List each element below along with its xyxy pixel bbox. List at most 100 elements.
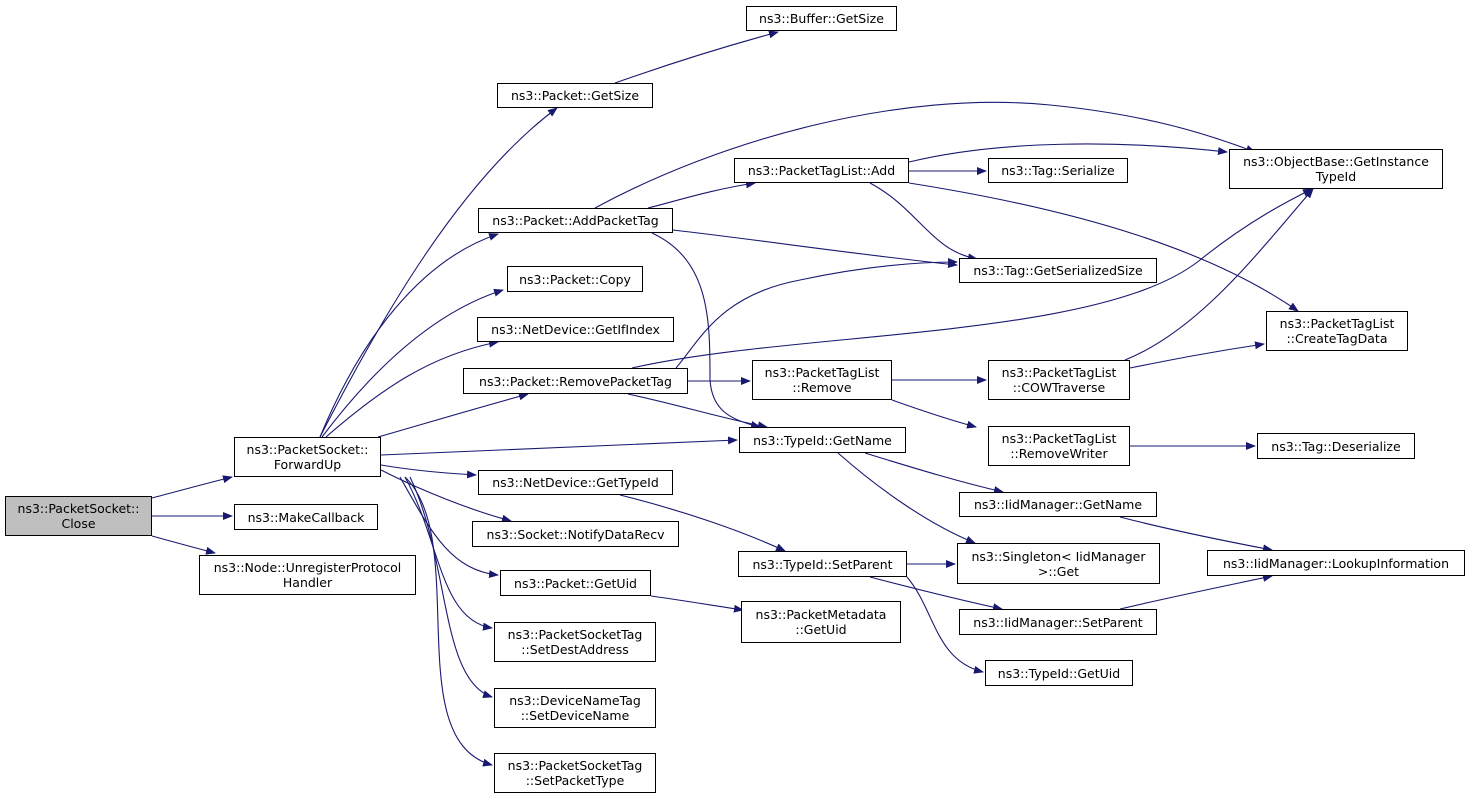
node-label: ns3::Packet::RemovePacketTag: [479, 373, 672, 389]
node-packet-addpackettag[interactable]: ns3::Packet::AddPacketTag: [478, 208, 673, 233]
node-label: Close: [61, 516, 96, 531]
node-label: ns3::IidManager::GetName: [973, 497, 1143, 512]
node-label: ::CreateTagData: [1286, 331, 1388, 346]
node-label: ForwardUp: [273, 457, 342, 472]
node-devicenametag-setdevicename[interactable]: ns3::DeviceNameTag ::SetDeviceName: [494, 688, 656, 728]
node-packetmetadata-getuid[interactable]: ns3::PacketMetadata ::GetUid: [741, 601, 901, 643]
edge-packet-addpackettag-to-ptl-add: [647, 180, 756, 209]
edge-typeid-getname-to-singleton-get: [837, 452, 976, 544]
node-tag-deserialize[interactable]: ns3::Tag::Deserialize: [1257, 433, 1415, 459]
edge-packet-removepackettag-to-tag-getserializedsize: [675, 258, 958, 369]
edge-typeid-setparent-to-typeid-getuid: [906, 576, 984, 674]
node-label: ns3::PacketMetadata: [755, 607, 887, 622]
node-label: ::RemoveWriter: [1010, 446, 1108, 461]
node-packet-getsize[interactable]: ns3::Packet::GetSize: [497, 83, 653, 108]
node-label: ns3::PacketSocket::: [17, 501, 140, 516]
node-label: ns3::IidManager::LookupInformation: [1222, 555, 1449, 571]
edge-packet-addpackettag-to-tag-getserializedsize: [672, 229, 958, 269]
node-unregister-protocol-handler[interactable]: ns3::Node::UnregisterProtocol Handler: [199, 555, 416, 595]
node-typeid-getname[interactable]: ns3::TypeId::GetName: [739, 427, 906, 453]
node-label: ns3::Buffer::GetSize: [759, 11, 884, 26]
node-label: ns3::Tag::GetSerializedSize: [973, 263, 1143, 278]
node-iidmanager-getname[interactable]: ns3::IidManager::GetName: [959, 492, 1157, 517]
node-tag-serialize[interactable]: ns3::Tag::Serialize: [988, 158, 1128, 183]
node-label: ::COWTraverse: [1012, 380, 1106, 395]
node-label: ns3::PacketSocketTag: [507, 627, 643, 642]
edge-ptl-add-to-tag-getserializedsize: [869, 182, 978, 262]
edge-ptl-cowtraverse-to-objectbase: [1124, 188, 1314, 361]
node-label: ns3::PacketTagList: [764, 365, 880, 380]
node-typeid-setparent[interactable]: ns3::TypeId::SetParent: [738, 551, 907, 577]
node-packetsockettag-setdestaddress[interactable]: ns3::PacketSocketTag ::SetDestAddress: [494, 622, 656, 662]
node-label: ns3::Socket::NotifyDataRecv: [486, 526, 665, 542]
node-socket-notifydatarecv[interactable]: ns3::Socket::NotifyDataRecv: [472, 521, 679, 547]
node-packetsockettag-setpackettype[interactable]: ns3::PacketSocketTag ::SetPacketType: [494, 753, 656, 793]
edge-forwardup-to-packet-getuid: [399, 476, 499, 579]
node-netdevice-getifindex[interactable]: ns3::NetDevice::GetIfIndex: [477, 317, 674, 342]
node-label: ::SetDeviceName: [520, 708, 630, 723]
node-packettaglist-remove[interactable]: ns3::PacketTagList ::Remove: [752, 360, 892, 400]
node-forwardup[interactable]: ns3::PacketSocket:: ForwardUp: [234, 437, 381, 477]
edge-forwardup-to-netdevice-getifindex: [325, 339, 499, 438]
node-label: ns3::Packet::GetUid: [514, 575, 637, 591]
node-label: ns3::Singleton< IidManager: [971, 548, 1146, 564]
node-buffer-getsize[interactable]: ns3::Buffer::GetSize: [746, 6, 897, 31]
node-label: ::Remove: [792, 380, 852, 395]
edge-packet-addpackettag-to-objectbase: [594, 101, 1256, 209]
node-packet-copy[interactable]: ns3::Packet::Copy: [507, 266, 643, 292]
node-label: ns3::Packet::AddPacketTag: [492, 213, 659, 228]
edge-forwardup-to-packet-addpackettag: [319, 233, 499, 438]
node-netdevice-gettypeid[interactable]: ns3::NetDevice::GetTypeId: [478, 470, 673, 495]
edge-close-to-forwardup: [151, 475, 233, 499]
node-close: ns3::PacketSocket:: Close: [5, 496, 152, 536]
edge-forwardup-to-pst-setpackettype: [404, 476, 493, 767]
node-label: ::GetUid: [795, 622, 847, 637]
node-packettaglist-add[interactable]: ns3::PacketTagList::Add: [734, 158, 909, 183]
edge-forwardup-to-pst-setdestaddress: [404, 476, 493, 631]
node-typeid-getuid[interactable]: ns3::TypeId::GetUid: [985, 660, 1133, 686]
node-label: ns3::Tag::Serialize: [1001, 163, 1115, 178]
node-label: TypeId: [1315, 169, 1357, 184]
node-label: ns3::PacketTagList::Add: [747, 163, 896, 178]
node-singleton-iidmanager-get[interactable]: ns3::Singleton< IidManager >::Get: [957, 543, 1160, 584]
edge-iid-setparent-to-iid-lookupinformation: [1119, 573, 1273, 610]
edge-close-to-unregister: [151, 535, 216, 555]
edge-ptl-cowtraverse-to-ptl-createtagdata: [1129, 341, 1265, 369]
edge-ptl-add-to-ptl-createtagdata: [908, 182, 1299, 312]
node-label: ns3::Packet::GetSize: [510, 88, 640, 103]
node-label: ns3::Packet::Copy: [519, 271, 631, 287]
node-label: ns3::MakeCallback: [247, 509, 365, 525]
node-packet-getuid[interactable]: ns3::Packet::GetUid: [500, 570, 651, 596]
node-packettaglist-removewriter[interactable]: ns3::PacketTagList ::RemoveWriter: [988, 426, 1130, 466]
node-label: ns3::NetDevice::GetIfIndex: [491, 322, 660, 337]
node-packettaglist-createtagdata[interactable]: ns3::PacketTagList ::CreateTagData: [1266, 311, 1408, 351]
node-label: ns3::PacketTagList: [1279, 316, 1395, 331]
node-packet-removepackettag[interactable]: ns3::Packet::RemovePacketTag: [463, 368, 688, 394]
edge-ptl-add-to-objectbase: [908, 143, 1228, 163]
edge-typeid-setparent-to-iid-setparent: [869, 576, 1003, 612]
node-label: ns3::DeviceNameTag: [509, 693, 641, 708]
node-objectbase-getinstancetypeid[interactable]: ns3::ObjectBase::GetInstance TypeId: [1229, 149, 1443, 189]
node-label: ::SetPacketType: [525, 773, 625, 788]
edge-forwardup-to-packet-getsize: [319, 107, 558, 438]
edge-packet-removepackettag-to-objectbase: [631, 188, 1313, 369]
edge-iid-getname-to-iid-lookupinformation: [1119, 516, 1273, 553]
edge-packet-getsize-to-buffer-getsize: [614, 30, 779, 84]
node-iidmanager-lookupinformation[interactable]: ns3::IidManager::LookupInformation: [1207, 550, 1465, 576]
node-makecallback[interactable]: ns3::MakeCallback: [234, 504, 378, 530]
edge-ptl-remove-to-ptl-removewriter: [891, 399, 977, 429]
node-label: ns3::TypeId::GetName: [753, 432, 892, 448]
node-iidmanager-setparent[interactable]: ns3::IidManager::SetParent: [959, 609, 1157, 635]
node-label: ns3::PacketSocket::: [246, 442, 369, 457]
node-label: ns3::TypeId::GetUid: [997, 665, 1121, 681]
node-label: ns3::ObjectBase::GetInstance: [1243, 154, 1429, 169]
edge-packet-removepackettag-to-typeid-getname: [627, 393, 768, 430]
edge-packet-addpackettag-to-typeid-getname: [651, 232, 761, 429]
edge-forwardup-to-netdevice-gettypeid: [380, 464, 477, 479]
node-tag-getserializedsize[interactable]: ns3::Tag::GetSerializedSize: [959, 258, 1157, 283]
node-packettaglist-cowtraverse[interactable]: ns3::PacketTagList ::COWTraverse: [988, 360, 1130, 400]
edge-forwardup-to-typeid-getname: [380, 436, 738, 456]
edge-forwardup-to-packet-copy: [321, 288, 504, 438]
